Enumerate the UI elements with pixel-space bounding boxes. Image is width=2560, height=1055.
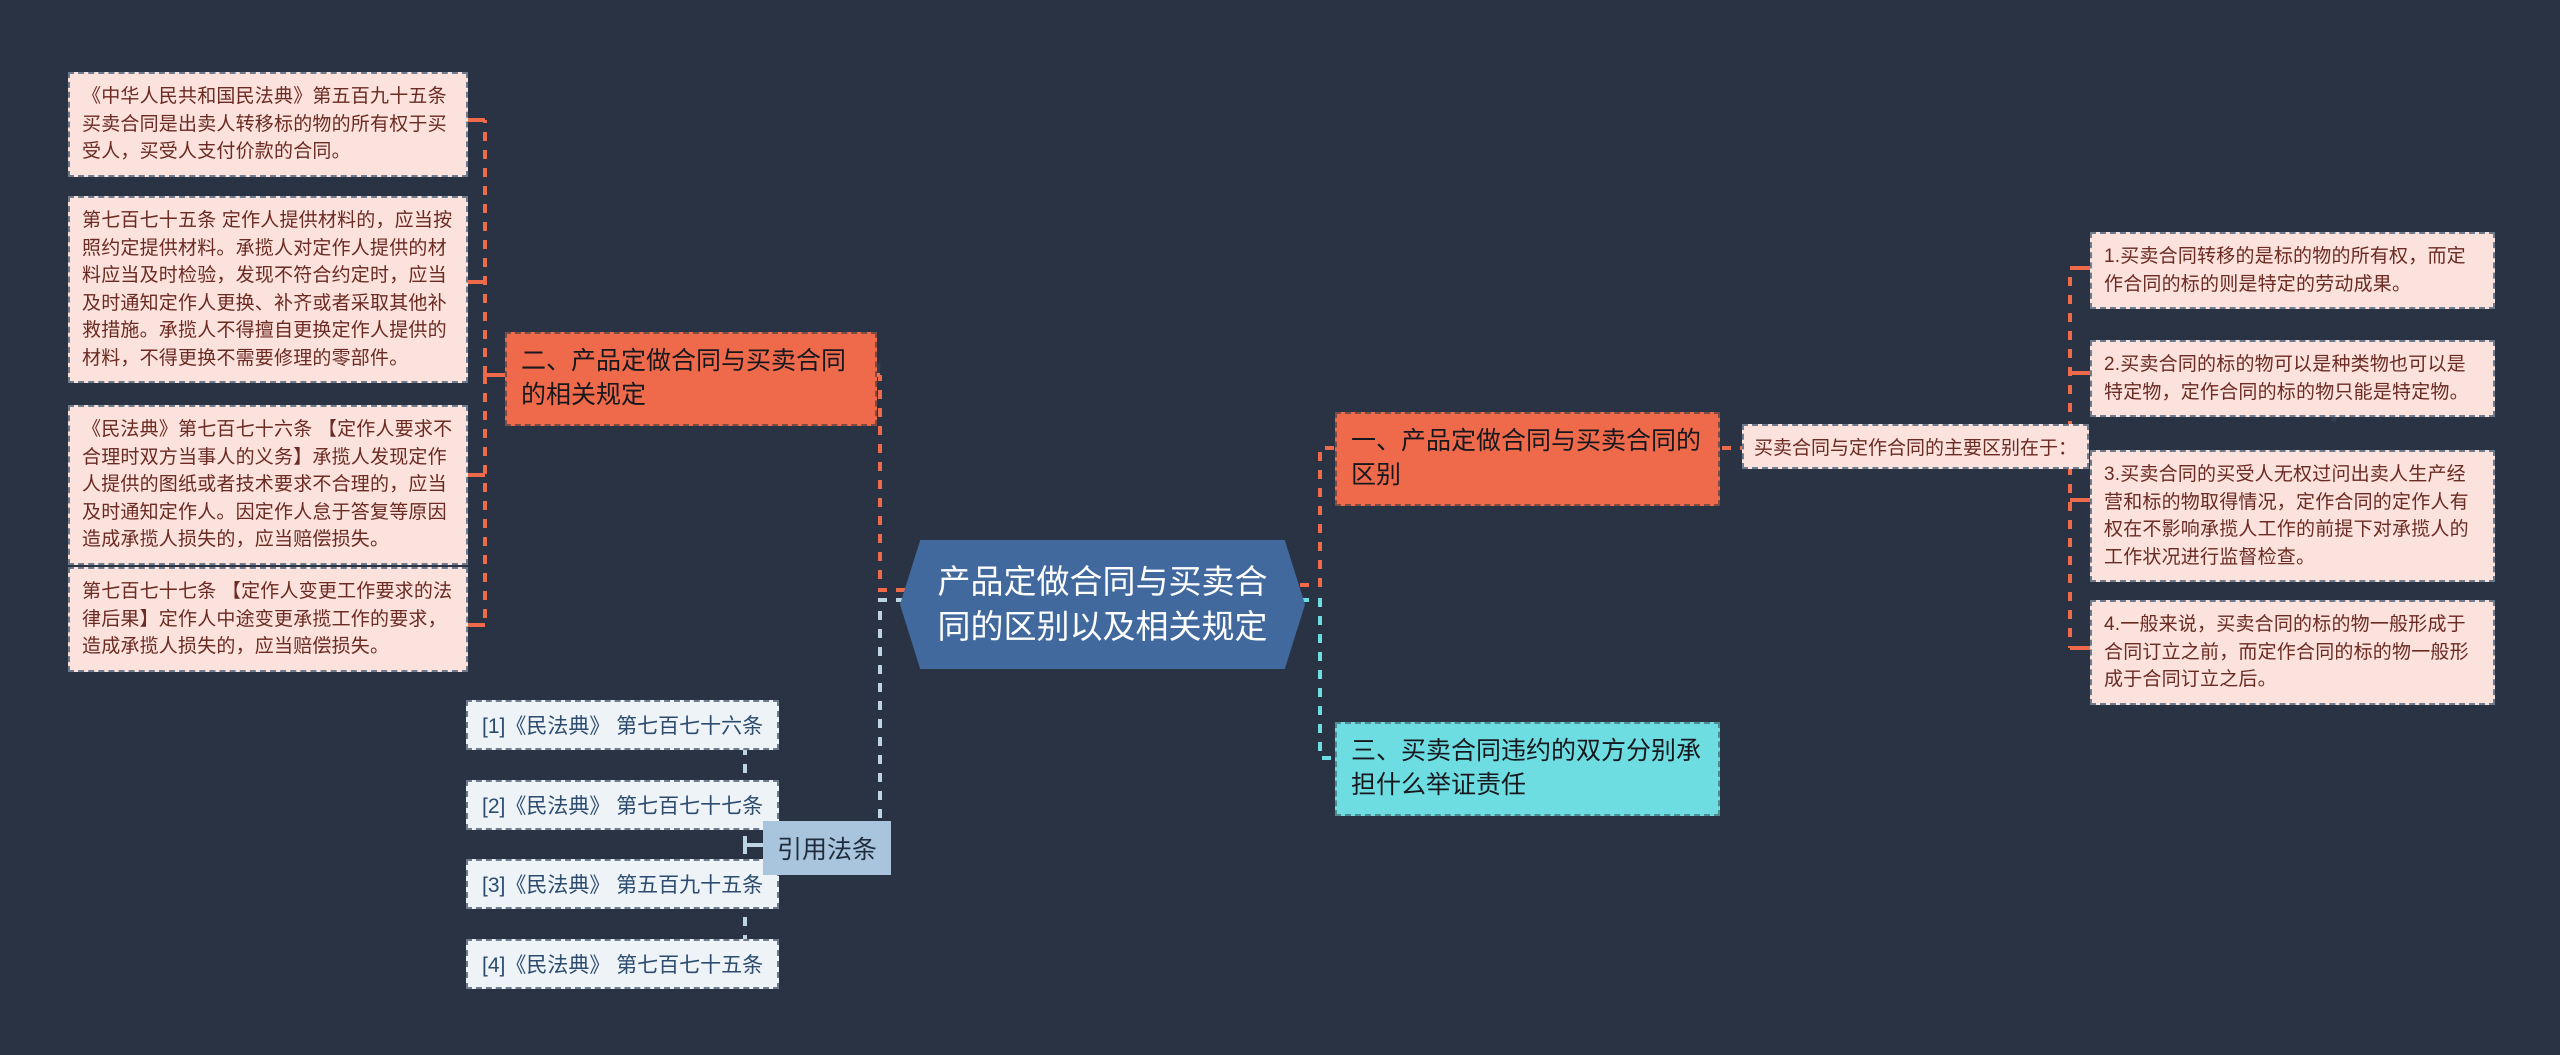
law-article-box-3: 《民法典》第七百七十六条 【定作人要求不合理时双方当事人的义务】承揽人发现定作人…	[68, 405, 468, 565]
connector-center-liability	[1300, 598, 1335, 760]
branch-node-regulations[interactable]: 二、产品定做合同与买卖合同的相关规定	[505, 332, 877, 426]
connector-center-difference	[1300, 446, 1335, 587]
branch-node-difference[interactable]: 一、产品定做合同与买卖合同的区别	[1335, 412, 1720, 506]
law-article-box-2: 第七百七十五条 定作人提供材料的，应当按照约定提供材料。承揽人对定作人提供的材料…	[68, 196, 468, 384]
difference-point-box-4: 4.一般来说，买卖合同的标的物一般形成于合同订立之前，而定作合同的标的物一般形成…	[2090, 600, 2495, 705]
connector-center-citations	[878, 598, 905, 845]
citation-item-3[interactable]: [3]《民法典》 第五百九十五条	[466, 859, 780, 909]
law-article-box-4: 第七百七十七条 【定作人变更工作要求的法律后果】定作人中途变更承揽工作的要求，造…	[68, 567, 468, 672]
difference-point-box-2: 2.买卖合同的标的物可以是种类物也可以是特定物，定作合同的标的物只能是特定物。	[2090, 340, 2495, 418]
difference-point-box-1: 1.买卖合同转移的是标的物的所有权，而定作合同的标的则是特定的劳动成果。	[2090, 232, 2495, 310]
connector-center-regulations	[878, 375, 905, 592]
law-article-box-1: 《中华人民共和国民法典》第五百九十五条 买卖合同是出卖人转移标的物的所有权于买受…	[68, 72, 468, 177]
citation-item-4[interactable]: [4]《民法典》 第七百七十五条	[466, 939, 780, 989]
branch-node-citations[interactable]: 引用法条	[763, 821, 892, 875]
difference-point-box-3: 3.买卖合同的买受人无权过问出卖人生产经营和标的物取得情况，定作合同的定作人有权…	[2090, 450, 2495, 583]
citation-item-2[interactable]: [2]《民法典》 第七百七十七条	[466, 780, 780, 830]
branch-node-liability[interactable]: 三、买卖合同违约的双方分别承担什么举证责任	[1335, 722, 1720, 816]
central-topic-node[interactable]: 产品定做合同与买卖合同的区别以及相关规定	[900, 540, 1305, 670]
difference-summary-label: 买卖合同与定作合同的主要区别在于：	[1742, 424, 2090, 469]
citation-item-1[interactable]: [1]《民法典》 第七百七十六条	[466, 700, 780, 750]
